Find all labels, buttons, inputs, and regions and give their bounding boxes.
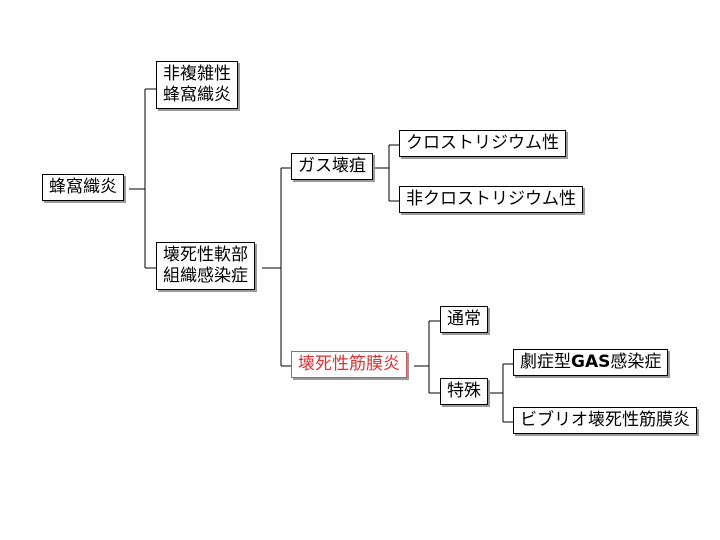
- node-severe-gas-suffix: 感染症: [610, 352, 662, 372]
- node-vibrio-label: ビブリオ壊死性筋膜炎: [520, 410, 690, 430]
- node-necrotizing-fasciitis: 壊死性筋膜炎: [291, 351, 407, 378]
- node-gas-gangrene: ガス壊疽: [291, 153, 373, 180]
- node-root: 蜂窩織炎: [42, 174, 124, 201]
- node-usual-label: 通常: [447, 309, 481, 329]
- node-nonclostridial-label: 非クロストリジウム性: [406, 189, 576, 209]
- node-severe-gas-infection: 劇症型GAS感染症: [513, 349, 669, 376]
- node-necrotizing-line1: 壊死性軟部: [163, 245, 248, 265]
- node-fasciitis-label: 壊死性筋膜炎: [298, 354, 400, 374]
- node-gas-gangrene-label: ガス壊疽: [298, 156, 366, 176]
- node-severe-gas-prefix: 劇症型: [520, 352, 571, 372]
- node-special-label: 特殊: [447, 381, 481, 401]
- node-clostridial-label: クロストリジウム性: [406, 133, 559, 153]
- node-special: 特殊: [440, 378, 488, 405]
- node-vibrio: ビブリオ壊死性筋膜炎: [513, 407, 697, 434]
- node-necrotizing-line2: 組織感染症: [163, 266, 248, 286]
- node-root-label: 蜂窩織炎: [49, 177, 117, 197]
- node-necrotizing-soft-tissue: 壊死性軟部 組織感染症: [156, 242, 255, 290]
- node-severe-gas-abbrev: GAS: [571, 352, 611, 372]
- node-nonnecrotizing-line2: 蜂窩織炎: [163, 85, 231, 105]
- node-clostridial: クロストリジウム性: [399, 130, 566, 157]
- node-nonnecrotizing: 非複雑性 蜂窩織炎: [156, 61, 238, 109]
- node-nonclostridial: 非クロストリジウム性: [399, 186, 583, 213]
- node-usual: 通常: [440, 306, 488, 333]
- node-nonnecrotizing-line1: 非複雑性: [163, 64, 231, 84]
